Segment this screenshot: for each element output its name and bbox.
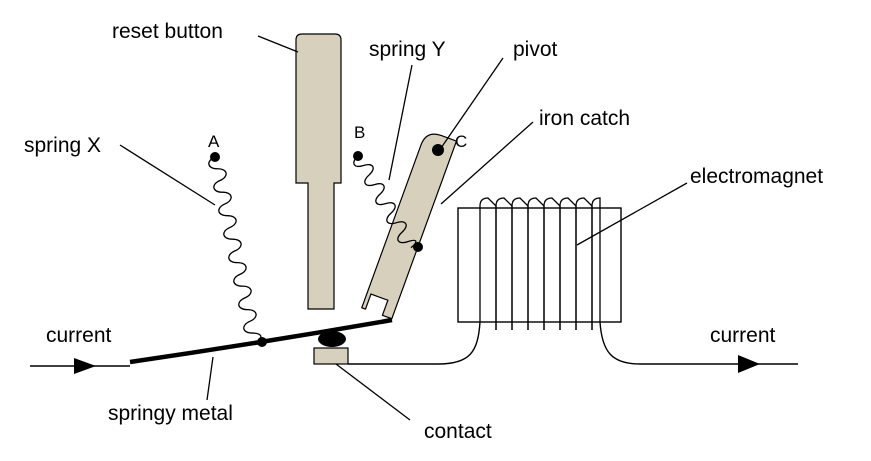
- leader-pivot: [440, 57, 504, 149]
- label-pivot: pivot: [513, 38, 558, 61]
- electromagnet-coil: [479, 197, 601, 330]
- label-iron-catch: iron catch: [539, 107, 630, 130]
- leader-spring-x: [119, 144, 216, 206]
- point-b-dot: [353, 151, 363, 161]
- leader-contact: [335, 363, 411, 421]
- spring-x-anchor-dot: [257, 337, 267, 347]
- label-spring-y: spring Y: [369, 38, 446, 61]
- leader-iron-catch: [440, 121, 534, 205]
- spring-x: [208, 156, 262, 344]
- label-contact: contact: [424, 420, 492, 443]
- label-current-right: current: [710, 324, 776, 347]
- wire-contact-to-coil: [348, 321, 481, 365]
- label-electromagnet: electromagnet: [690, 165, 823, 188]
- label-point-b: B: [354, 123, 365, 142]
- leader-spring-y: [388, 64, 413, 181]
- label-springy-metal: springy metal: [108, 402, 233, 425]
- current-arrow-right: [738, 355, 760, 373]
- label-point-c: C: [455, 132, 467, 151]
- contact-block: [313, 347, 349, 365]
- label-current-left: current: [46, 324, 112, 347]
- label-reset-button: reset button: [112, 20, 223, 43]
- label-point-a: A: [208, 132, 220, 151]
- current-arrow-left: [74, 358, 96, 374]
- wire-coil-to-right: [599, 321, 798, 365]
- point-a-dot: [210, 152, 220, 162]
- electromagnet-core: [457, 207, 622, 323]
- iron-catch: [360, 133, 458, 320]
- leader-electromagnet: [576, 182, 688, 246]
- label-spring-x: spring X: [24, 134, 101, 157]
- leader-springy-metal: [206, 356, 214, 401]
- contact-bump: [318, 331, 346, 347]
- leader-reset-button: [257, 35, 299, 53]
- reset-button: [295, 33, 342, 310]
- spring-y-anchor-dot: [413, 242, 423, 252]
- spring-y: [353, 155, 417, 249]
